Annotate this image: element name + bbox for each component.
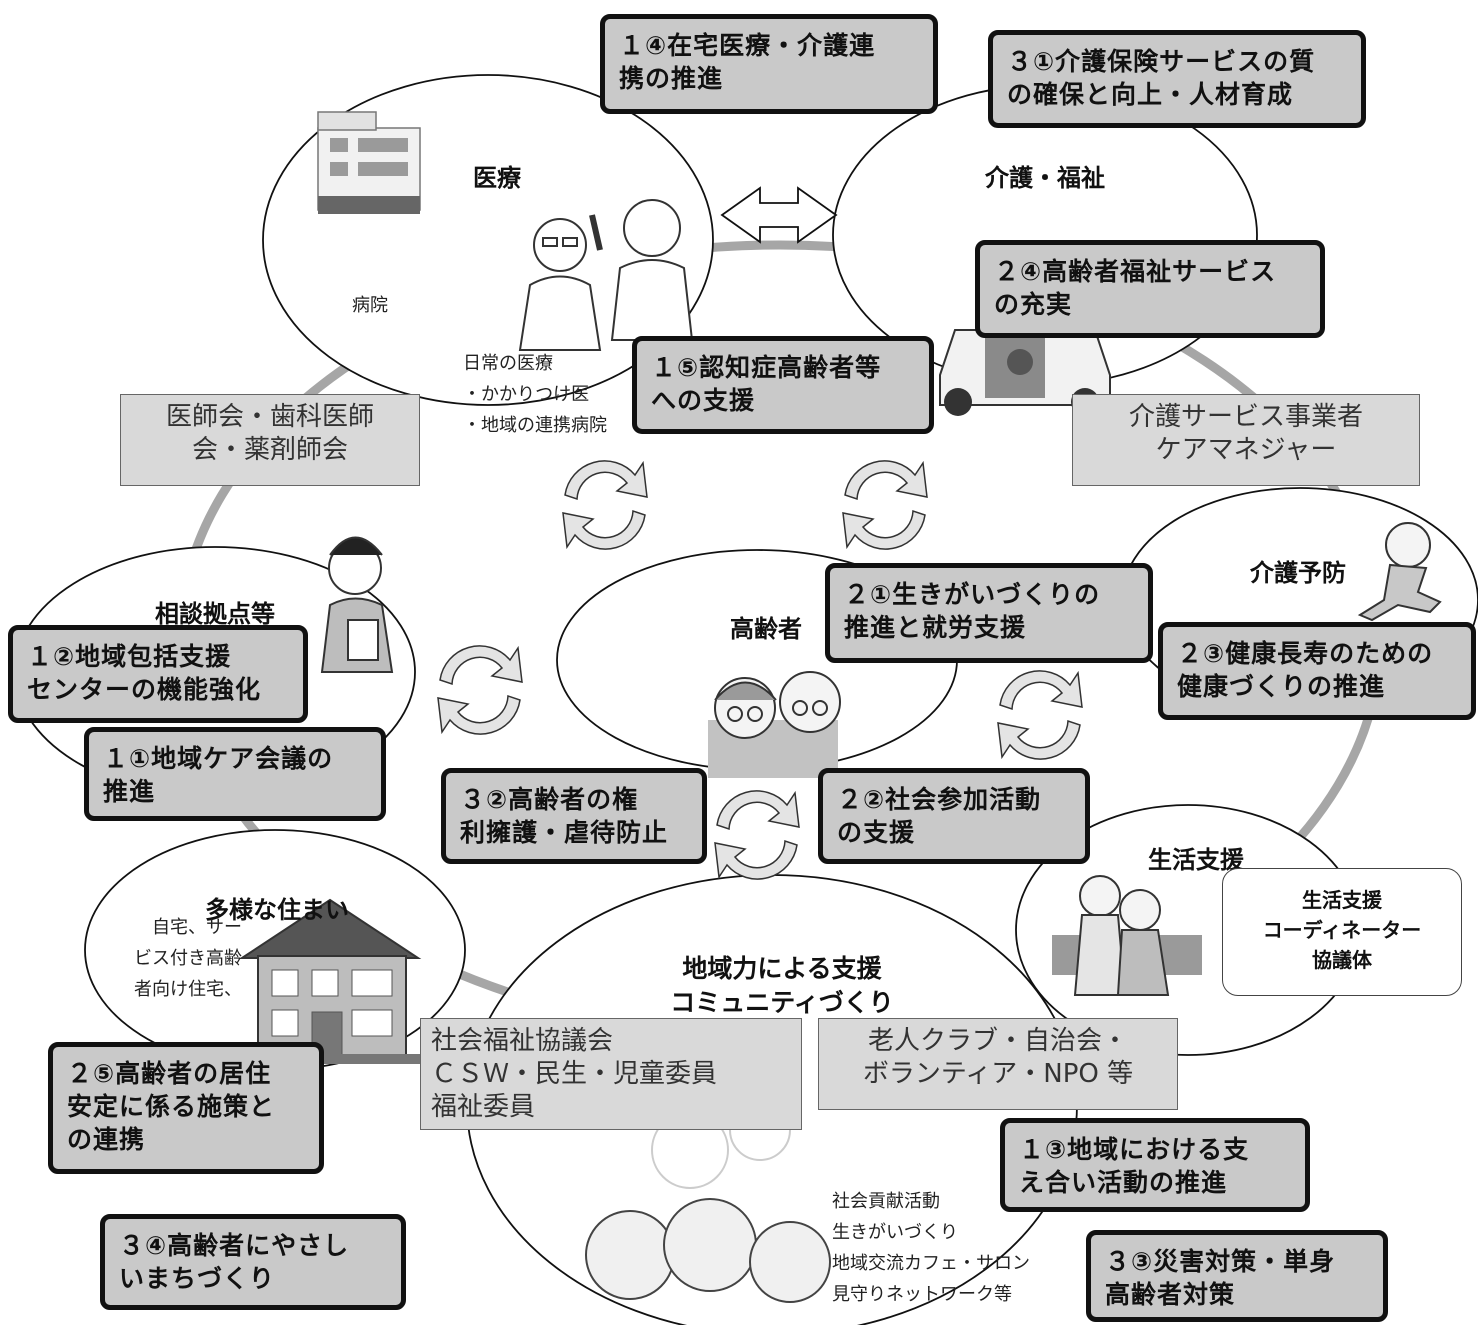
care-providers-box: 介護サービス事業者 ケアマネジャー [1072, 394, 1420, 486]
helper-elder-icon [1052, 875, 1202, 996]
prevention-heading: 介護予防 [1250, 559, 1346, 587]
medical-association-box: 医師会・歯科医師 会・薬剤師会 [120, 394, 420, 486]
policy-1-1-box: １①地域ケア会議の 推進 [84, 727, 386, 821]
policy-2-5-box: ２⑤高齢者の居住 安定に係る施策と の連携 [48, 1042, 324, 1174]
cycle-arrows-prevention-icon [997, 670, 1083, 760]
elderly-couple-icon [708, 671, 841, 778]
consultant-icon [320, 536, 394, 673]
policy-1-3-box: １③地域における支 え合い活動の推進 [1000, 1118, 1310, 1212]
social-welfare-box: 社会福祉協議会 ＣＳＷ・民生・児童委員 福祉委員 [420, 1018, 802, 1130]
living-support-coordinator-box: 生活支援 コーディネーター 協議体 [1222, 868, 1462, 996]
housing-heading: 多様な住まい [205, 896, 349, 924]
elderly-heading: 高齢者 [730, 615, 802, 643]
cycle-arrows-medical-icon [562, 460, 648, 550]
medical-heading: 医療 [473, 164, 521, 192]
exercise-person-icon [1357, 522, 1442, 622]
double-arrow-icon [720, 186, 838, 244]
policy-3-3-box: ３③災害対策・単身 高齢者対策 [1086, 1230, 1388, 1322]
policy-2-1-box: ２①生きがいづくりの 推進と就労支援 [825, 563, 1153, 663]
policy-2-3-box: ２③健康長寿のための 健康づくりの推進 [1158, 622, 1476, 720]
hospital-icon [317, 111, 421, 214]
community-group-icon [585, 1099, 831, 1303]
care-heading: 介護・福祉 [985, 164, 1105, 192]
policy-3-4-box: ３④高齢者にやさし いまちづくり [100, 1214, 406, 1310]
community-activities-note: 社会貢献活動 生きがいづくり 地域交流カフェ・サロン 見守りネットワーク等 [832, 1191, 1030, 1305]
cycle-arrows-community-icon [714, 790, 800, 880]
community-heading: 地域力による支援 コミュニティづくり [670, 954, 894, 1017]
living-support-heading: 生活支援 [1148, 846, 1244, 874]
cycle-arrows-consult-icon [437, 645, 523, 735]
policy-1-5-box: １⑤認知症高齢者等 への支援 [632, 336, 934, 434]
senior-clubs-box: 老人クラブ・自治会・ ボランティア・NPO 等 [818, 1018, 1178, 1110]
house-icon [238, 898, 426, 1064]
policy-1-2-box: １②地域包括支援 センターの機能強化 [8, 625, 308, 723]
hospital-note: 病院 [352, 295, 388, 316]
policy-3-1-box: ３①介護保険サービスの質 の確保と向上・人材育成 [988, 30, 1366, 128]
daily-medical-note: 日常の医療 ・かかりつけ医 ・地域の連携病院 [463, 353, 607, 436]
consult-heading: 相談拠点等 [155, 600, 275, 628]
policy-2-4-box: ２④高齢者福祉サービス の充実 [975, 240, 1325, 338]
policy-2-2-box: ２②社会参加活動 の支援 [818, 768, 1090, 864]
housing-types-note: 自宅、サー ビス付き高齢 者向け住宅、 [134, 917, 242, 1000]
cycle-arrows-care-icon [842, 460, 928, 550]
doctors-icon [518, 199, 694, 351]
policy-1-4-box: １④在宅医療・介護連 携の推進 [600, 14, 938, 114]
policy-3-2-box: ３②高齢者の権 利擁護・虐待防止 [441, 768, 707, 864]
